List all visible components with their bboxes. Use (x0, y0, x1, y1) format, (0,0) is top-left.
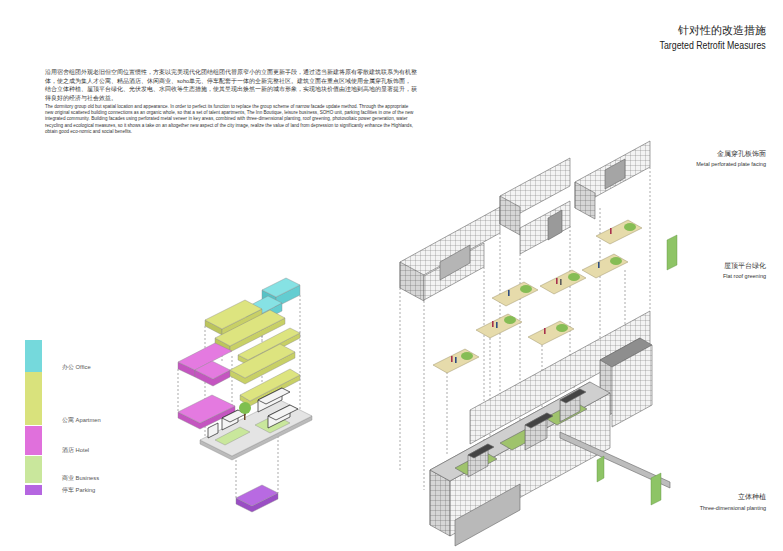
callout-label: 屋顶平台绿化 (724, 262, 766, 271)
callout-label: 金属穿孔板饰面 (717, 150, 766, 159)
callout-label: Three-dimensional planting (700, 505, 766, 511)
legend-label: 酒店 Hotel (62, 446, 89, 455)
description-zh: 沿用宿舍组团外观老旧但空间位置惯性，方案以完美现代化团结组团代替原窄小的立面更新… (45, 68, 417, 102)
legend-swatch (25, 456, 42, 483)
legend-swatch (25, 340, 42, 372)
legend-swatch (25, 485, 42, 495)
legend-label: 办公 Office (62, 363, 91, 372)
callout-label: Metal perforated plate facing (696, 161, 766, 167)
callout-label: Flat roof greening (723, 273, 766, 279)
legend-label: 商业 Business (62, 474, 99, 483)
legend-swatch (25, 426, 42, 455)
legend-swatch (25, 372, 42, 425)
title: 针对性的改造措施 (678, 23, 766, 38)
description-en: The dormitory group old but spatial loca… (45, 104, 417, 135)
callout-label: 立体种植 (738, 493, 766, 502)
legend-label: 公寓 Apartmen (62, 416, 101, 425)
subtitle: Targeted Retrofit Measures (660, 39, 766, 51)
legend-label: 停车 Parking (62, 486, 95, 495)
